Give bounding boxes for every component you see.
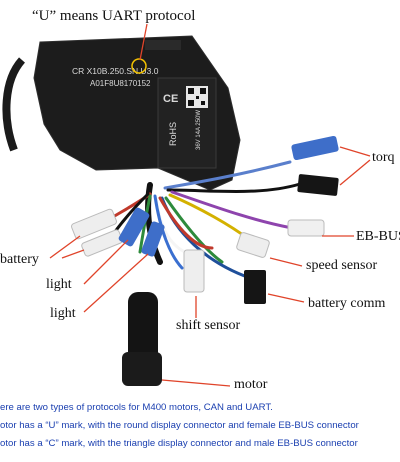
back-cable	[2, 57, 26, 152]
connector-speed-sensor	[236, 232, 270, 258]
label-battery-comm: battery comm	[308, 296, 386, 311]
pointer-arrows	[49, 23, 371, 387]
model-line-1: CR X10B.250.SN.U3.0	[72, 66, 159, 76]
protocol-note: “U” means UART protocol	[32, 8, 196, 24]
model-line-2: A01F8U8170152	[90, 79, 151, 88]
note-line-3: otor has a “C” mark, with the triangle d…	[0, 438, 358, 449]
label-torque: torq	[372, 150, 395, 165]
label-light-2: light	[50, 306, 76, 321]
label-eb-bus: EB-BUS	[356, 229, 400, 244]
connector-light	[118, 207, 165, 257]
ce-mark: CE	[163, 93, 178, 105]
note-line-1: ere are two types of protocols for M400 …	[0, 402, 273, 413]
label-battery: battery	[0, 252, 39, 267]
label-speed-sensor: speed sensor	[306, 258, 378, 273]
spec-text: 36V 14A 250W	[196, 110, 202, 150]
rohs-mark: RoHS	[168, 122, 178, 146]
housing-sticker	[145, 40, 181, 50]
connector-torque-blue	[291, 135, 339, 161]
label-shift-sensor: shift sensor	[176, 318, 241, 333]
note-line-2: otor has a “U” mark, with the round disp…	[0, 420, 359, 431]
u-mark-highlight	[131, 58, 147, 74]
wire-bundle	[98, 160, 302, 280]
label-light-1: light	[46, 277, 72, 292]
connector-eb-bus	[287, 219, 325, 237]
connector-torque-black	[297, 174, 339, 196]
qr-code	[186, 86, 208, 108]
connector-battery-comm	[244, 270, 266, 304]
label-motor: motor	[234, 377, 268, 392]
connector-motor	[122, 292, 162, 386]
connector-shift-sensor	[183, 249, 205, 293]
